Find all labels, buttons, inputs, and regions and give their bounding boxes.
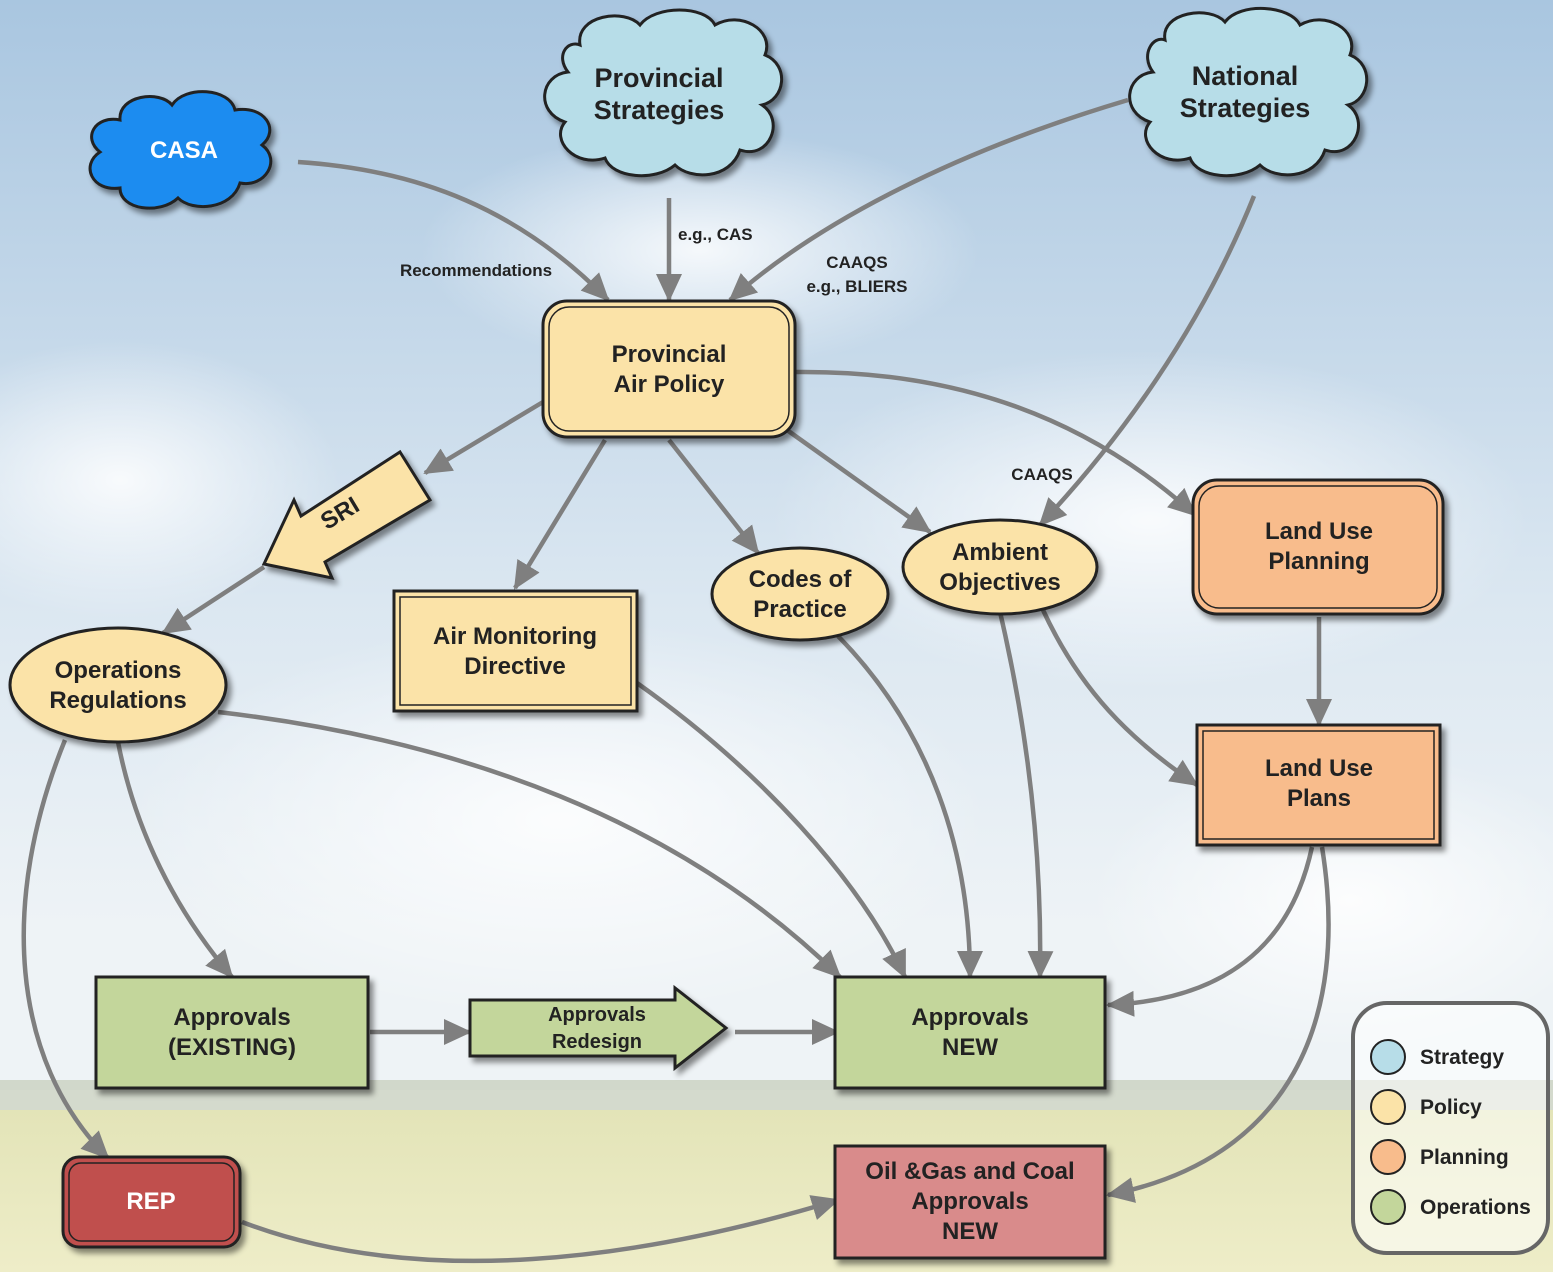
edge-rep-to-oilgas [241,1195,840,1264]
codes-of-practice-line-2: Practice [753,596,846,623]
approvals-existing-line-1: Approvals [173,1004,290,1031]
node-rep [61,1155,242,1249]
approvals-redesign-line-1: Approvals [548,1004,646,1026]
oil-gas-coal-line-3: NEW [942,1218,998,1245]
codes-of-practice-line-1: Codes of [749,566,853,593]
edge-policy-to-ambient [785,428,932,534]
approvals-new-line-2: NEW [942,1034,998,1061]
edge-label-eg-bliers: e.g., BLIERS [806,277,907,296]
edge-ambient-to-approvalsnew [997,611,1054,979]
approvals-new-line-1: Approvals [911,1004,1028,1031]
provincial-strategies-line-1: Provincial [594,63,723,93]
node-national-strategies [1128,7,1369,178]
national-strategies-line-1: National [1192,61,1299,91]
node-codes-of-practice [710,546,890,642]
national-strategies-cloud-shape [1128,7,1369,178]
oil-gas-coal-line-1: Oil &Gas and Coal [865,1158,1074,1185]
national-strategies-line-2: Strategies [1180,93,1311,123]
land-use-plans-line-1: Land Use [1265,755,1373,782]
legend-swatch-operations [1370,1189,1406,1225]
edge-sri-to-opsreg [161,565,266,635]
land-use-planning-line-2: Planning [1268,548,1369,575]
ambient-objectives-line-2: Objectives [939,569,1060,596]
edge-national-strategies-to-policy [728,97,1129,302]
legend-swatch-policy [1370,1089,1406,1125]
legend-label-strategy: Strategy [1420,1046,1504,1069]
legend-swatch-planning [1370,1139,1406,1175]
operations-regulations-line-1: Operations [55,657,182,684]
edge-label-eg-cas: e.g., CAS [678,225,753,244]
edge-label-caaqs-ambient: CAAQS [1011,465,1072,484]
node-approvals-redesign [468,984,729,1072]
node-approvals-existing [94,975,370,1090]
node-oil-gas-coal-approvals [833,1144,1107,1260]
provincial-air-policy-line-1: Provincial [612,341,727,368]
node-ambient-objectives [901,518,1099,616]
edge-national-strategies-to-ambient [1038,195,1257,527]
node-casa [88,90,273,210]
approvals-redesign-arrow-shape [468,984,729,1072]
sri-arrow-shape [261,449,433,581]
node-approvals-new [833,975,1107,1090]
edges [21,97,1332,1264]
edge-airmonitoring-to-approvalsnew [635,681,908,979]
ambient-objectives-line-1: Ambient [952,539,1048,566]
edge-policy-to-codes [667,438,760,555]
edge-opsreg-to-rep [21,739,110,1160]
cloud [0,340,340,620]
node-land-use-plans [1195,723,1442,847]
provincial-strategies-line-2: Strategies [594,95,725,125]
edge-opsreg-to-approvalsnew [217,709,842,979]
edge-policy-to-sri [423,400,545,475]
oil-gas-coal-line-2: Approvals [911,1188,1028,1215]
operations-regulations-line-2: Regulations [49,687,186,714]
casa-label: CASA [150,137,218,164]
land-use-plans-line-2: Plans [1287,785,1351,812]
legend-label-operations: Operations [1420,1196,1531,1219]
node-provincial-air-policy [541,299,797,439]
node-land-use-planning [1191,478,1445,616]
rep-label: REP [126,1188,175,1215]
node-operations-regulations [8,626,228,744]
air-monitoring-directive-line-1: Air Monitoring [433,623,597,650]
edge-plans-to-oilgas [1106,846,1331,1203]
node-air-monitoring-directive [392,589,639,713]
land-use-planning-line-1: Land Use [1265,518,1373,545]
edge-policy-to-airmonitoring [513,438,607,590]
casa-cloud-shape [88,90,273,210]
edge-label-caaqs: CAAQS [826,253,887,272]
edge-label-recommendations: Recommendations [400,261,552,280]
legend-label-planning: Planning [1420,1146,1509,1169]
approvals-redesign-line-2: Redesign [552,1031,642,1053]
legend-swatch-strategy [1370,1039,1406,1075]
field [0,1110,1553,1272]
edge-opsreg-to-approvalsexisting [115,741,234,979]
provincial-air-policy-line-2: Air Policy [614,371,725,398]
edge-ambient-to-plans [1040,609,1199,787]
provincial-strategies-cloud-shape [543,8,783,178]
node-sri [261,449,433,581]
node-provincial-strategies [543,8,783,178]
edge-codes-to-approvalsnew [836,634,983,979]
legend-label-policy: Policy [1420,1096,1482,1119]
approvals-existing-line-2: (EXISTING) [168,1034,296,1061]
air-monitoring-directive-line-2: Directive [464,653,565,680]
edge-policy-to-landuseplanning [794,369,1197,517]
edge-casa-to-policy [297,159,610,302]
edge-plans-to-approvalsnew [1106,846,1315,1017]
legend: Strategy Policy Planning Operations [1351,1001,1550,1255]
